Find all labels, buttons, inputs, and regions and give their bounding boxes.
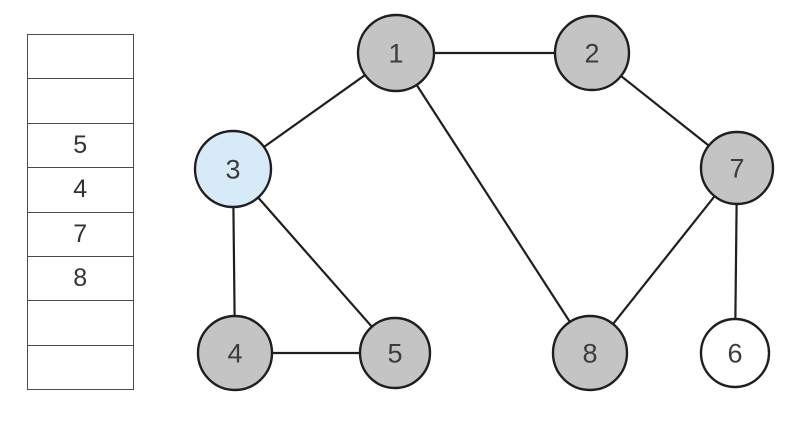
queue-cell-5: 7 xyxy=(28,213,133,257)
graph-node-label-7: 7 xyxy=(729,153,744,183)
graph-node-label-4: 4 xyxy=(227,338,242,368)
graph-node-label-8: 8 xyxy=(582,338,597,368)
queue-cell-4: 4 xyxy=(28,168,133,213)
queue-cell-6: 8 xyxy=(28,257,133,302)
graph-node-circle-7 xyxy=(699,130,775,206)
queue-cell-7 xyxy=(28,301,133,346)
graph-node-circle-6 xyxy=(699,317,771,389)
graph-node-circle-8 xyxy=(551,314,629,392)
graph-node-label-2: 2 xyxy=(584,38,599,68)
graph-node-8: 8 xyxy=(551,314,629,392)
graph-node-6: 6 xyxy=(699,317,771,389)
graph-edge-1-8 xyxy=(394,51,592,355)
graph-edge-3-5 xyxy=(231,167,397,355)
graph-node-circle-3 xyxy=(193,129,273,209)
graph-node-5: 5 xyxy=(358,316,432,390)
graph-node-4: 4 xyxy=(196,314,274,392)
graph-node-7: 7 xyxy=(699,130,775,206)
graph-node-label-5: 5 xyxy=(387,338,402,368)
queue-cell-1 xyxy=(28,35,133,80)
graph-node-label-3: 3 xyxy=(225,154,240,184)
graph-node-3: 3 xyxy=(193,129,273,209)
queue-cell-2 xyxy=(28,79,133,124)
graph-node-circle-1 xyxy=(356,13,436,93)
graph-node-label-1: 1 xyxy=(388,38,403,68)
graph-node-label-6: 6 xyxy=(727,338,742,368)
graph-node-circle-2 xyxy=(553,14,631,92)
queue-cell-3: 5 xyxy=(28,124,133,169)
graph-node-circle-4 xyxy=(196,314,274,392)
graph-node-2: 2 xyxy=(553,14,631,92)
graph-node-1: 1 xyxy=(356,13,436,93)
graph-node-circle-5 xyxy=(358,316,432,390)
graph-edge-7-8 xyxy=(588,166,739,355)
